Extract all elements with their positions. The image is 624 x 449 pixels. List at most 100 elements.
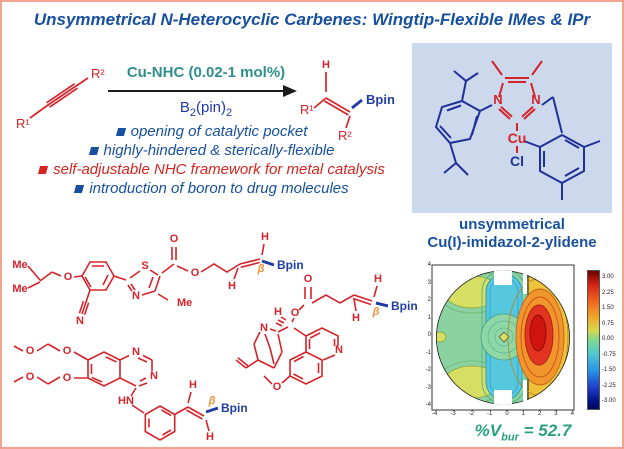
o-atom-label: O [291, 307, 300, 319]
vbur-subscript: bur [501, 431, 519, 444]
n-atom-label: N [150, 370, 158, 382]
y-tick-label: -1 [425, 349, 431, 356]
wingtip-bonds [434, 70, 601, 200]
x-tick-label: 1 [521, 411, 525, 417]
page-title: Unsymmetrical N-Heterocyclic Carbenes: W… [33, 10, 591, 29]
x-tick-label: -1 [486, 411, 493, 417]
bpin-label: Bpin [221, 401, 248, 415]
x-tick-label: -4 [432, 411, 438, 417]
n-atom-label: N [76, 315, 84, 326]
vbur-prefix: %V [474, 421, 502, 440]
product-bonds [313, 72, 351, 129]
h-label: H [374, 273, 382, 285]
x-tick-label: 0 [505, 411, 509, 417]
x-tick-label: 2 [537, 411, 542, 417]
vbur-value: = 52.7 [518, 421, 572, 440]
hn-label: HN [118, 395, 134, 407]
colorbar-tick-label: 2.25 [602, 289, 614, 296]
bullet-4: introduction of boron to drug molecules [2, 179, 422, 198]
o-atom-label: O [304, 273, 313, 285]
o-atom-label: O [63, 372, 72, 384]
x-tick-label: 3 [554, 411, 558, 417]
bullet-3-text: self-adjustable NHC framework for metal … [53, 161, 385, 178]
beta-label: β [372, 306, 380, 318]
bullet-2-text: highly-hindered & sterically-flexible [103, 142, 335, 159]
x-tick-label: -3 [450, 411, 456, 417]
reagent-sub: 2 [189, 107, 196, 119]
plot-frame [431, 264, 575, 411]
bpin-label: Bpin [391, 299, 418, 313]
h-label: H [261, 231, 269, 243]
me-label: Me [12, 259, 27, 271]
colorbar-tick-label: 1.50 [602, 305, 614, 311]
o-atom-label: O [26, 371, 35, 383]
o-atom-label: O [26, 345, 35, 357]
h-label: H [352, 312, 360, 324]
y-tick-label: -2 [425, 367, 431, 373]
colorbar-tick-label: -1.50 [602, 367, 616, 373]
h-label: H [322, 59, 330, 71]
colorbar-tick-label: -3.00 [602, 398, 616, 404]
catalyst-caption: unsymmetrical Cu(I)-imidazol-2-ylidene [410, 216, 614, 252]
bullet-1-text: opening of catalytic pocket [130, 123, 308, 140]
colorbar-tick-label: 0.75 [602, 320, 614, 327]
x-tick-label: 4 [570, 411, 574, 417]
beta-label: β [208, 395, 216, 407]
percent-vbur-annotation: %Vbur = 52.7 [424, 421, 622, 443]
reaction-arrow-head-icon [283, 85, 297, 97]
bpin-label: Bpin [366, 92, 395, 107]
catalyst-box: N N Cu Cl [412, 43, 612, 213]
y-tick-label: 4 [427, 262, 431, 268]
s-atom-label: S [141, 260, 148, 272]
drug-molecule-2-structure: O O H N H H β Bpin N O [235, 273, 418, 393]
reagent-sub2: 2 [226, 107, 233, 119]
catalyst-caption-line1: unsymmetrical [459, 216, 565, 233]
imidazole-ring-bonds [491, 60, 543, 153]
bullet-square-icon [38, 166, 49, 174]
y-tick-label: 1 [427, 314, 431, 321]
n-atom-label: N [335, 344, 343, 356]
y-tick-label: -4 [425, 402, 431, 408]
n-atom-label: N [132, 290, 140, 302]
reagent-pin: (pin) [196, 99, 227, 116]
bullet-square-icon [88, 147, 99, 155]
bpin-bond [205, 406, 219, 414]
alkyne-bonds [29, 77, 89, 119]
steric-map-canvas [431, 264, 575, 411]
y-tick-label: 0 [427, 332, 431, 338]
n-atom-label: N [132, 346, 140, 358]
y-tick-label: 3 [427, 279, 431, 286]
alkyne-substrate-structure: R¹ R² [16, 66, 105, 131]
feature-bullets: opening of catalytic pocket highly-hinde… [2, 122, 422, 198]
n-atom-label: N [493, 92, 502, 107]
o-atom-label: O [63, 345, 72, 357]
r1-label: R¹ [16, 116, 30, 131]
bullet-1: opening of catalytic pocket [2, 122, 422, 141]
cl-atom-label: Cl [510, 153, 524, 169]
bpin-bond [351, 98, 363, 110]
colorbar-tick-label: 0.00 [602, 336, 614, 342]
h-label: H [206, 431, 214, 443]
bullet-square-icon [74, 185, 85, 193]
n-atom-label: N [531, 92, 540, 107]
bullet-2: highly-hindered & sterically-flexible [2, 141, 422, 160]
bullet-square-icon [115, 128, 126, 136]
n-atom-label: N [260, 322, 268, 334]
me-label: Me [177, 297, 192, 309]
h-label: H [228, 280, 236, 292]
bpin-label: Bpin [277, 258, 304, 272]
cu-nhc-catalyst-structure: N N Cu Cl [434, 60, 601, 200]
o-atom-label: O [273, 381, 282, 393]
h-label: H [274, 306, 282, 318]
reagent-b: B [179, 99, 190, 116]
o-atom-label: O [64, 271, 73, 283]
colorbar-tick-label: 3.00 [602, 274, 614, 280]
molecule-2-bonds [235, 285, 378, 385]
r1-label: R¹ [300, 102, 314, 117]
bpin-bond [375, 301, 389, 308]
r2-label: R² [338, 128, 352, 143]
